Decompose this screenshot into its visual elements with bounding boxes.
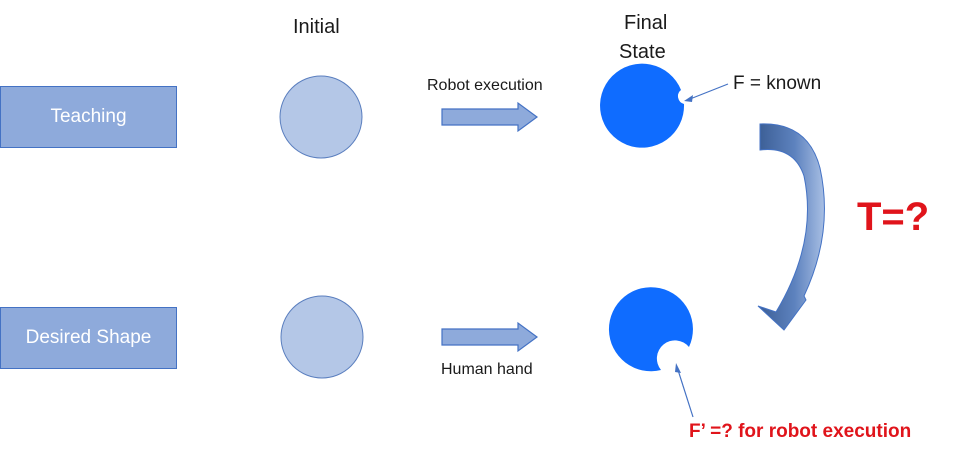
- final-header-line2: State: [619, 41, 666, 63]
- desired-shape-box: Desired Shape: [0, 307, 177, 369]
- desired-shape-label: Desired Shape: [25, 327, 152, 348]
- transform-curved-arrow: [757, 123, 825, 331]
- human-hand-arrow: [441, 321, 539, 353]
- robot-execution-arrow: [441, 101, 539, 133]
- teaching-box: Teaching: [0, 86, 177, 148]
- transform-label: T=?: [857, 195, 930, 239]
- f-known-label: F = known: [733, 73, 822, 94]
- f-prime-label: F’ =? for robot execution: [689, 421, 912, 442]
- f-prime-pointer: [675, 363, 694, 418]
- f-known-pointer: [684, 83, 729, 102]
- final-blob-top: [600, 63, 685, 148]
- final-header-line1: Final: [624, 12, 668, 34]
- human-hand-label: Human hand: [441, 361, 533, 378]
- initial-header: Initial: [293, 16, 340, 38]
- teaching-label: Teaching: [50, 106, 127, 127]
- initial-circle-bottom: [280, 295, 364, 379]
- final-blob-bottom: [608, 287, 693, 372]
- robot-execution-label: Robot execution: [427, 77, 543, 94]
- initial-circle-top: [279, 75, 363, 159]
